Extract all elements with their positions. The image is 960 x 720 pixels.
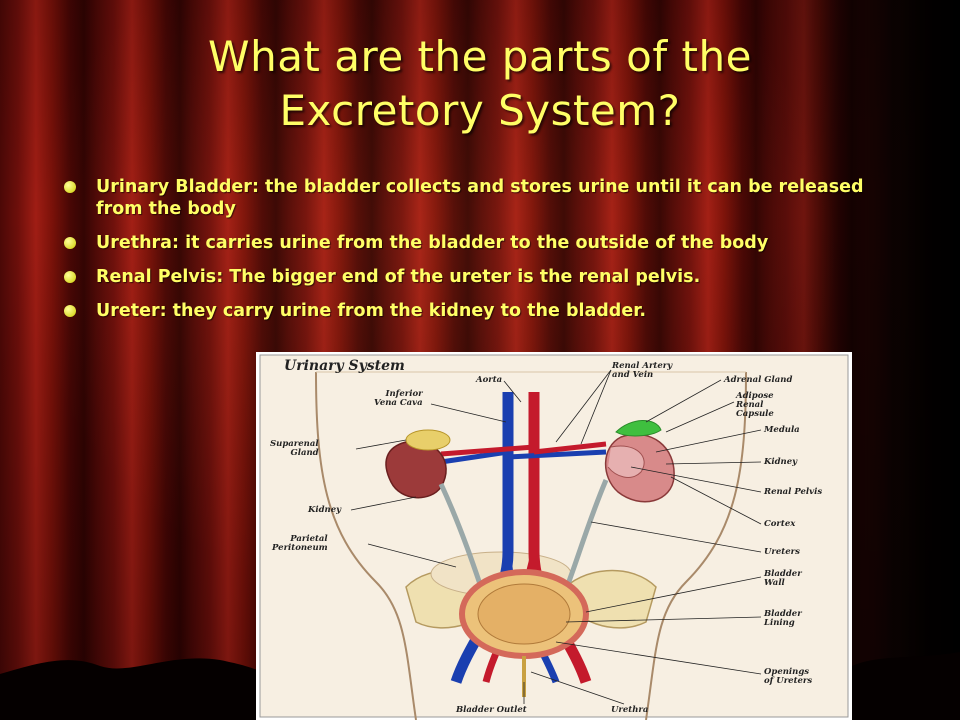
label-ureters: Ureters bbox=[764, 547, 800, 557]
label-renal-artery-vein: Renal Artery and Vein bbox=[612, 361, 673, 380]
bullet-term: Urinary Bladder bbox=[96, 177, 252, 197]
bullet-text: : it carries urine from the bladder to t… bbox=[171, 233, 769, 253]
bullet-term: Renal Pelvis bbox=[96, 267, 217, 287]
bullet-term: Urethra bbox=[96, 233, 172, 253]
bullet-list: Urinary Bladder: the bladder collects an… bbox=[62, 176, 892, 334]
label-urethra: Urethra bbox=[611, 705, 649, 715]
bullet-item-ureter: Ureter: they carry urine from the kidney… bbox=[62, 300, 892, 322]
label-bladder-lining: Bladder Lining bbox=[764, 609, 802, 628]
label-kidney-left: Kidney bbox=[308, 505, 342, 515]
label-bladder-outlet: Bladder Outlet bbox=[456, 705, 527, 715]
slide-title: What are the parts of the Excretory Syst… bbox=[208, 32, 752, 135]
label-kidney-right: Kidney bbox=[764, 457, 798, 467]
bullet-dot-icon bbox=[64, 181, 76, 193]
label-inferior-vena-cava: Inferior Vena Cava bbox=[374, 389, 423, 408]
bullet-item-urethra: Urethra: it carries urine from the bladd… bbox=[62, 232, 892, 254]
label-parietal-peritoneum: Parietal Peritoneum bbox=[272, 534, 328, 553]
bullet-text: : The bigger end of the ureter is the re… bbox=[216, 267, 701, 287]
bullet-term: Ureter bbox=[96, 301, 160, 321]
label-openings-of-ureters: Openings of Ureters bbox=[764, 667, 813, 686]
bullet-dot-icon bbox=[64, 305, 76, 317]
label-cortex: Cortex bbox=[764, 519, 796, 529]
bullet-dot-icon bbox=[64, 237, 76, 249]
bullet-dot-icon bbox=[64, 271, 76, 283]
bullet-item-renal-pelvis: Renal Pelvis: The bigger end of the uret… bbox=[62, 266, 892, 288]
urinary-system-diagram: Urinary System Aorta Inferior Vena Cava … bbox=[256, 352, 852, 720]
label-bladder-wall: Bladder Wall bbox=[764, 569, 802, 588]
label-adrenal-gland: Adrenal Gland bbox=[724, 375, 793, 385]
bullet-text: : the bladder collects and stores urine … bbox=[96, 177, 864, 219]
stage-floor bbox=[0, 652, 960, 720]
label-renal-pelvis: Renal Pelvis bbox=[764, 487, 823, 497]
diagram-illustration bbox=[259, 354, 849, 720]
label-aorta: Aorta bbox=[476, 375, 503, 385]
bullet-text: : they carry urine from the kidney to th… bbox=[159, 301, 646, 321]
label-suparenal-gland: Suparenal Gland bbox=[270, 439, 319, 458]
label-medula: Medula bbox=[764, 425, 800, 435]
diagram-title: Urinary System bbox=[284, 358, 405, 374]
label-adipose-renal-capsule: Adipose Renal Capsule bbox=[736, 391, 774, 419]
bullet-item-urinary-bladder: Urinary Bladder: the bladder collects an… bbox=[62, 176, 892, 220]
